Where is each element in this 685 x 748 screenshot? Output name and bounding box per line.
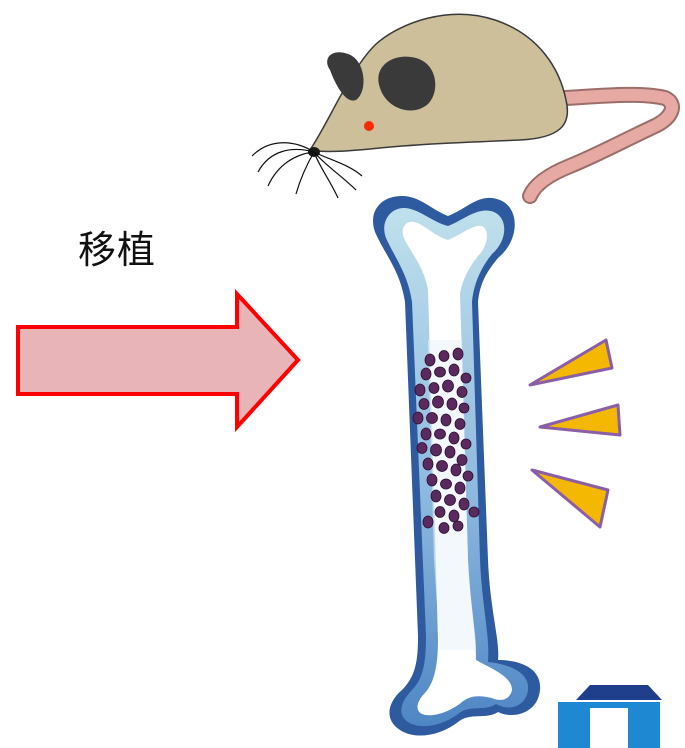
signal-triangle-icon (540, 405, 620, 435)
transplant-label: 移植 (78, 219, 156, 274)
signal-triangle-icon (532, 470, 608, 527)
bone-icon (373, 196, 540, 736)
signal-triangles (530, 340, 620, 527)
mouse-icon (252, 14, 672, 198)
signal-triangle-icon (530, 340, 612, 385)
logo-icon (558, 685, 662, 748)
arrow-right-icon (18, 294, 298, 427)
